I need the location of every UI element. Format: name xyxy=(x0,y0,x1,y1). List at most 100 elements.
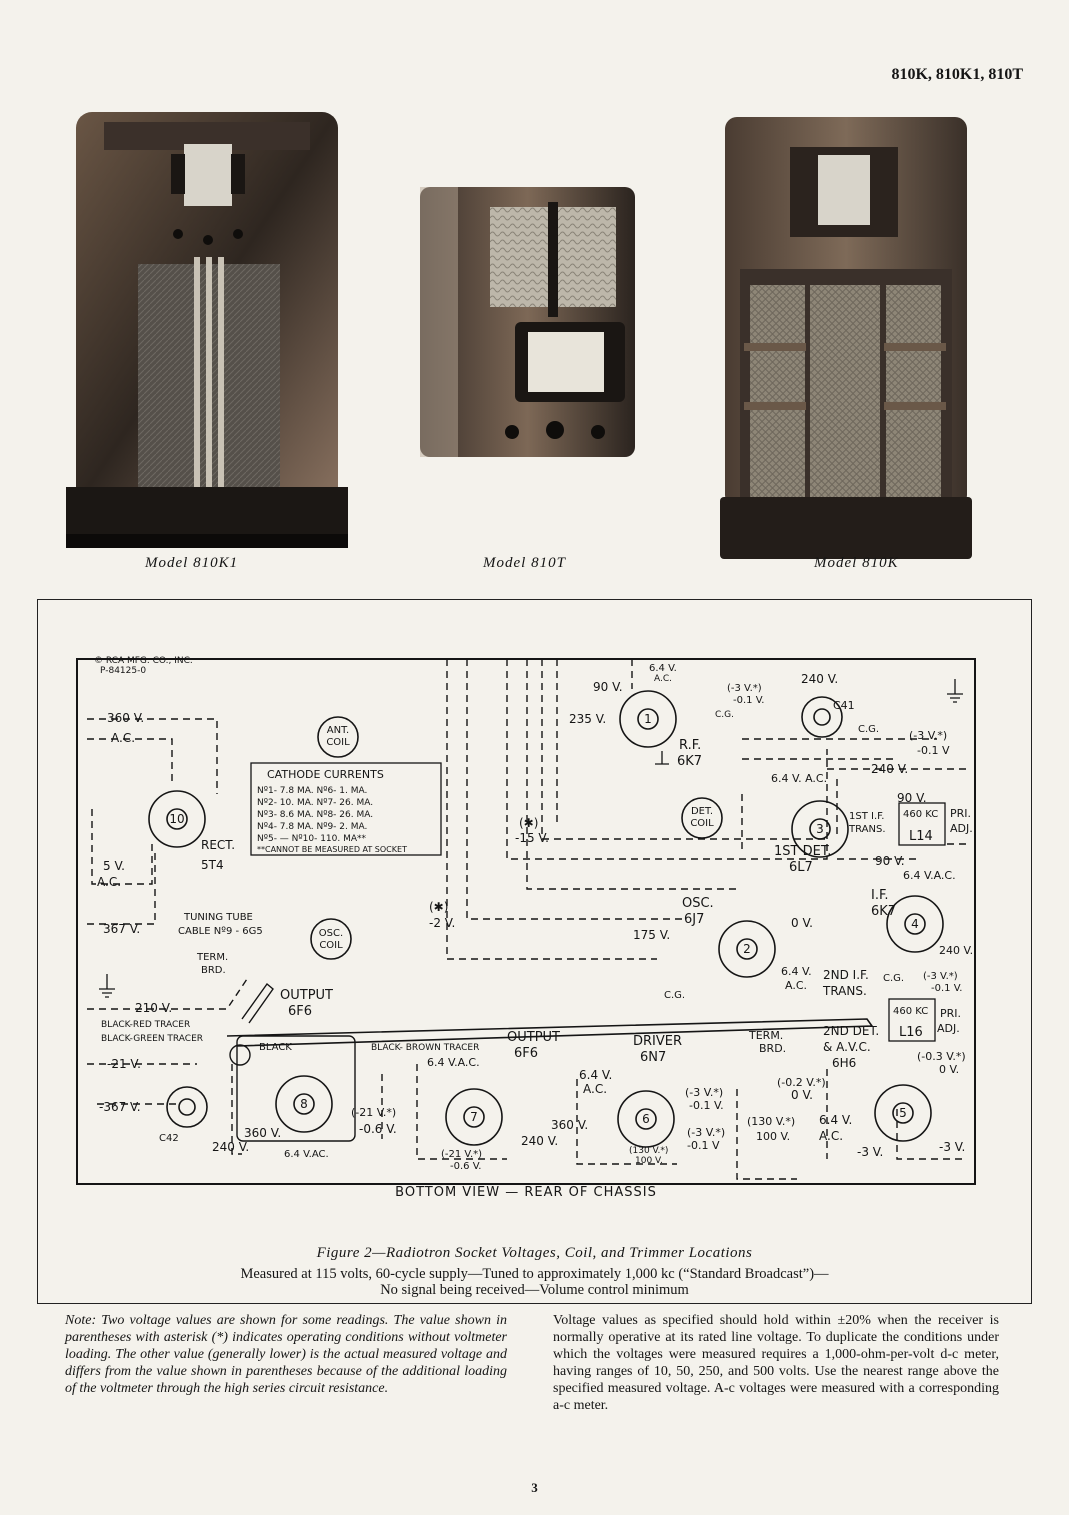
label-100v-b: 100 V. xyxy=(635,1156,663,1166)
rf-label-cg: C.G. xyxy=(715,710,734,720)
ant-coil-label: ANT. xyxy=(327,725,349,736)
ant-coil-label-2: COIL xyxy=(326,737,350,748)
label-rect: RECT. xyxy=(201,838,235,852)
svg-text:1: 1 xyxy=(644,712,652,726)
note-paragraph: Note: Two voltage values are shown for s… xyxy=(65,1313,507,1396)
label-black: BLACK xyxy=(259,1042,292,1053)
label-l16: L16 xyxy=(899,1025,923,1040)
label-460kc-b: 460 KC xyxy=(893,1006,928,1017)
label-5t4: 5T4 xyxy=(201,858,224,872)
socket-output-6f6-7 xyxy=(445,1088,503,1146)
svg-text:5: 5 xyxy=(899,1106,907,1120)
ground-icon xyxy=(99,974,115,998)
page-number: 3 xyxy=(531,1480,538,1495)
label-240v-det: 240 V. xyxy=(871,762,908,776)
first-det-label: 1ST DET. xyxy=(774,844,831,859)
label-star-2a: (✱) xyxy=(429,900,448,914)
wiring xyxy=(87,659,967,1180)
first-if-trans: TRANS. xyxy=(848,824,886,835)
caption-810t: Model 810T xyxy=(483,555,566,571)
label-130v-star: (130 V.*) xyxy=(747,1115,795,1128)
second-if-trans: TRANS. xyxy=(822,984,867,998)
label-64v-c: 6.4 V. xyxy=(579,1068,612,1082)
rf-label-235v: 235 V. xyxy=(569,712,606,726)
label-ac-d: A.C. xyxy=(819,1129,843,1143)
label-01v: -0.1 V. xyxy=(689,1099,724,1112)
label-06v: -0.6 V. xyxy=(359,1122,397,1136)
label-3v-star-2: (-3 V.*) xyxy=(687,1126,725,1139)
label-240v-a: 240 V. xyxy=(212,1140,249,1154)
svg-text:4: 4 xyxy=(911,917,919,931)
svg-text:6: 6 xyxy=(642,1112,650,1126)
osc-label-64v: 6.4 V. xyxy=(781,965,812,978)
model-header: 810K, 810K1, 810T xyxy=(891,66,1023,83)
label-06v-b: -0.6 V. xyxy=(450,1161,481,1172)
label-5v: 5 V. xyxy=(103,859,125,873)
term-brd2-label-2: BRD. xyxy=(759,1042,786,1055)
osc-label-cg: C.G. xyxy=(664,990,685,1001)
label-21v-star-b: (-21 V.*) xyxy=(441,1149,482,1160)
rf-label: R.F. xyxy=(679,738,701,753)
svg-text:2: 2 xyxy=(743,942,751,956)
label-c42: C42 xyxy=(159,1133,179,1144)
label-240v-top: 240 V. xyxy=(801,672,838,686)
label-02v-star: (-0.2 V.*) xyxy=(777,1076,826,1089)
cathode-currents-box xyxy=(250,762,442,856)
figure-subtitle: Measured at 115 volts, 60-cycle supply—T… xyxy=(0,1266,1069,1298)
label-pri-b: PRI. xyxy=(940,1007,961,1020)
label-ac-c: A.C. xyxy=(583,1082,607,1096)
if-label-3v-star: (-3 V.*) xyxy=(923,971,958,982)
trimmer-box-l16 xyxy=(888,998,936,1042)
socket-if-6k7 xyxy=(886,895,944,953)
label-360v-a: 360 V. xyxy=(244,1126,281,1140)
rf-label-90v: 90 V. xyxy=(593,680,623,694)
diagram-frame xyxy=(37,599,1032,1304)
socket-rect-5t4 xyxy=(148,790,206,848)
caption-810k1: Model 810K1 xyxy=(145,555,239,571)
driver-label: DRIVER xyxy=(633,1034,682,1049)
label-130v-b: (130 V.*) xyxy=(629,1146,668,1156)
cable-loop xyxy=(236,1035,356,1142)
tuning-tube-cable: CABLE Nº9 - 6G5 xyxy=(178,926,263,937)
caption-810k: Model 810K xyxy=(814,555,899,571)
cathode-row: Nº4- 7.8 MA. Nº9- 2. MA. xyxy=(257,822,367,832)
label-l14: L14 xyxy=(909,829,933,844)
voltage-paragraph: Voltage values as specified should hold … xyxy=(553,1313,999,1413)
cathode-title: CATHODE CURRENTS xyxy=(267,768,384,781)
label-210v: 210 V. xyxy=(135,1001,172,1015)
cathode-row: Nº2- 10. MA. Nº7- 26. MA. xyxy=(257,798,373,808)
label-360v-b: 360 V. xyxy=(551,1118,588,1132)
second-if-label: 2ND I.F. xyxy=(823,968,869,982)
svg-text:7: 7 xyxy=(470,1110,478,1124)
label-3v-star: (-3 V.*) xyxy=(685,1086,723,1099)
photo-model-810t xyxy=(420,187,635,457)
det-coil-label: DET. xyxy=(691,806,713,817)
label-ac2: A.C. xyxy=(97,875,121,889)
first-if-label: 1ST I.F. xyxy=(849,811,884,822)
osc-tube-label: 6J7 xyxy=(684,912,704,927)
label-100v: 100 V. xyxy=(756,1130,790,1143)
if-label-cg: C.G. xyxy=(883,973,904,984)
label-0v-b: 0 V. xyxy=(939,1063,959,1076)
svg-text:3: 3 xyxy=(816,822,824,836)
socket-rf-6k7 xyxy=(619,690,677,748)
figure-title: Figure 2—Radiotron Socket Voltages, Coil… xyxy=(316,1245,753,1261)
capacitor-c42 xyxy=(166,1086,208,1128)
label-3v-b: -3 V. xyxy=(939,1140,965,1154)
if-label: I.F. xyxy=(871,888,889,903)
label-367v: 367 V. xyxy=(103,922,140,936)
socket-driver-6n7 xyxy=(617,1090,675,1148)
label-175v: 175 V. xyxy=(633,928,670,942)
label-3v-star-top: (-3 V.*) xyxy=(909,729,947,742)
label-90v-b: 90 V. xyxy=(875,854,905,868)
label-adj-b: ADJ. xyxy=(937,1022,960,1035)
socket-2nd-det-6h6 xyxy=(874,1084,932,1142)
second-det-tube: 6H6 xyxy=(832,1056,856,1070)
label-360v: 360 V. xyxy=(107,711,144,725)
rf-label-01v: -0.1 V. xyxy=(733,695,764,706)
label-minus15v: -15 V. xyxy=(515,831,549,845)
label-90v-det: 90 V. xyxy=(897,791,927,805)
tuning-tube-label: TUNING TUBE xyxy=(183,912,253,923)
label-black-red: BLACK-RED TRACER xyxy=(101,1020,190,1030)
term-brd-label-2: BRD. xyxy=(201,965,226,976)
